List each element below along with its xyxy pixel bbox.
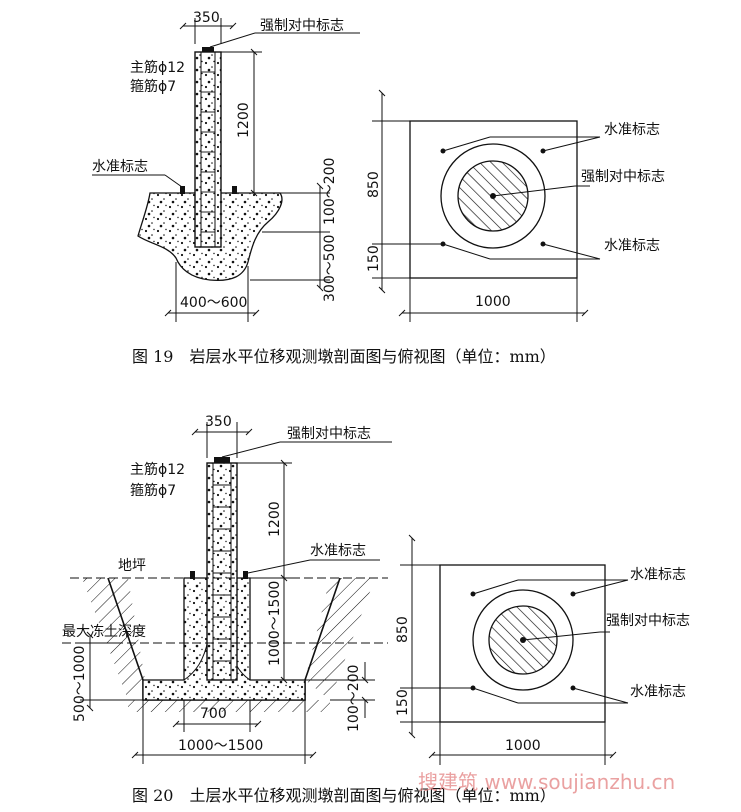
fig20-plan-outer-circle [472, 589, 574, 691]
fig20-rebar-stirrup: 箍筋ϕ7 [130, 482, 176, 499]
fig19-level-mark-right [232, 186, 237, 194]
fig20-dim-base-outer: 1000～1500 [178, 738, 263, 754]
fig20-soil-right [305, 578, 375, 700]
fig20-dim-slab: 100～200 [346, 665, 362, 732]
fig19-rebar-stirrup: 箍筋ϕ7 [130, 78, 176, 95]
fig20-dim-height: 1200 [267, 501, 283, 537]
fig19-level-mark-label: 水准标志 [92, 159, 148, 175]
fig20-plan-square [439, 564, 606, 723]
fig19-dim-base: 400～600 [180, 295, 247, 311]
watermark: 搜建筑 www.soujianzhu.cn [418, 770, 675, 794]
fig19-dim-depth1: 100～200 [322, 158, 338, 225]
fig20-soil-left [82, 578, 145, 700]
fig20-level-mark-left [190, 571, 195, 579]
fig20-plan-forced: 强制对中标志 [606, 613, 690, 629]
fig19-dim-depth2: 300～500 [322, 235, 338, 302]
fig19-stirrups [201, 71, 215, 233]
fig20-ground-label: 地坪 [118, 558, 146, 574]
fig20-caption: 图 20 土层水平位移观测墩剖面图与俯视图（单位：mm） [132, 786, 556, 805]
fig19-dim-height: 1200 [236, 102, 252, 138]
fig20-forced-mark-label: 强制对中标志 [287, 426, 371, 442]
fig20-soil-bottom [128, 700, 330, 712]
fig19-plan-square [409, 120, 578, 279]
fig20-plan-dim-150: 150 [395, 689, 411, 716]
fig19-plan-dim-850: 850 [366, 171, 382, 198]
fig20-stirrups [213, 484, 231, 662]
fig20-plan-level-bottom: 水准标志 [630, 684, 686, 700]
fig19-plan-view: 水准标志 强制对中标志 水准标志 850 150 1000 [366, 89, 665, 322]
fig20-plan-view: 水准标志 强制对中标志 水准标志 850 150 1000 [395, 534, 690, 765]
fig20-rebar-main: 主筋ϕ12 [130, 461, 185, 478]
fig19-column [194, 51, 222, 248]
fig19-caption: 图 19 岩层水平位移观测墩剖面图与俯视图（单位：mm） [132, 347, 556, 366]
fig20-frost-label: 最大冻土深度 [62, 623, 146, 640]
fig19-plan-outer-circle [440, 143, 546, 249]
fig19-dim-top: 350 [193, 10, 220, 26]
fig19-level-mark-left [180, 186, 185, 194]
fig20-plan-level-top: 水准标志 [630, 567, 686, 583]
fig19-plan-dim-1000: 1000 [475, 294, 511, 310]
fig19-section-view: 350 强制对中标志 主筋ϕ12 箍筋ϕ7 水准标志 1200 100～200 … [92, 10, 360, 322]
fig20-dim-embed: 1000～1500 [267, 581, 283, 666]
fig19-forced-mark-label: 强制对中标志 [260, 18, 344, 34]
fig20-level-mark-label: 水准标志 [310, 543, 366, 559]
fig19-plan-forced: 强制对中标志 [581, 169, 665, 185]
fig20-plan-dim-1000: 1000 [505, 738, 541, 754]
fig20-dim-depth: 500～1000 [72, 646, 88, 722]
fig19-rebar-main: 主筋ϕ12 [130, 59, 185, 76]
fig19-plan-level-top: 水准标志 [604, 122, 660, 138]
fig19-plan-dim-150: 150 [366, 245, 382, 272]
fig20-section-view: 地坪 最大冻土深度 350 强制对中标志 主筋ϕ12 箍筋ϕ7 水准标志 120… [62, 414, 392, 764]
fig20-forced-centering-plate [214, 457, 230, 463]
fig20-level-mark-right [243, 571, 248, 579]
fig20-dim-base-inner: 700 [200, 706, 227, 722]
fig19-plan-level-bottom: 水准标志 [604, 238, 660, 254]
fig19-forced-centering-plate [202, 47, 214, 52]
fig20-column [206, 462, 238, 681]
fig20-plan-dim-850: 850 [395, 616, 411, 643]
fig20-dim-top: 350 [205, 414, 232, 430]
